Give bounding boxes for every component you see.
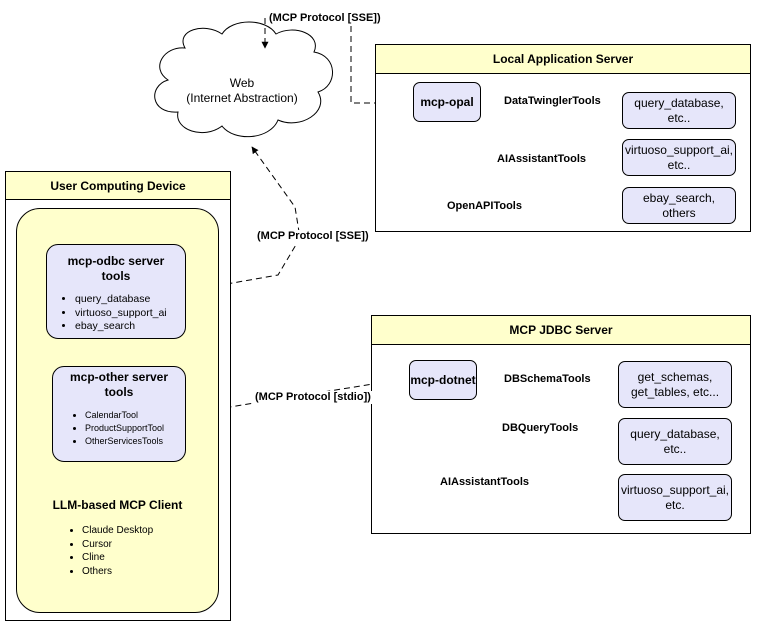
list-item: CalendarTool: [85, 409, 164, 422]
mcp-opal-node[interactable]: mcp-opal: [413, 82, 481, 122]
list-item: OtherServicesTools: [85, 435, 164, 448]
mcp-other-tool-list: CalendarTool ProductSupportTool OtherSer…: [67, 409, 164, 448]
jdbc-target-1-line1: get_schemas,: [637, 369, 713, 384]
mcp-other-server-card[interactable]: mcp-other server tools CalendarTool Prod…: [52, 366, 186, 462]
jdbc-target-3-line2: etc.: [665, 497, 685, 512]
edge-label-stdio: (MCP Protocol [stdio]): [254, 391, 372, 404]
local-target-query-database[interactable]: query_database,etc..: [622, 92, 736, 129]
edge-label-openapi: OpenAPITools: [446, 200, 523, 213]
mcp-odbc-title-line2: tools: [101, 269, 131, 283]
local-target-ebay-search[interactable]: ebay_search,others: [622, 187, 736, 224]
local-target-1-line1: query_database,: [634, 95, 724, 110]
web-cloud-shape: [154, 21, 333, 138]
jdbc-target-3-line1: virtuoso_support_ai,: [620, 482, 730, 497]
list-item: Cline: [82, 551, 153, 565]
web-cloud-label-line2: (Internet Abstraction): [186, 91, 298, 105]
jdbc-target-2-line1: query_database,: [630, 426, 720, 441]
list-item: query_database: [75, 293, 167, 307]
edge-label-dbschema: DBSchemaTools: [503, 373, 592, 386]
user-computing-device-title: User Computing Device: [6, 172, 230, 200]
edge-label-aiassistant-local: AIAssistantTools: [496, 153, 588, 166]
jdbc-target-1-line2: get_tables, etc...: [630, 384, 720, 399]
mcp-odbc-server-card[interactable]: mcp-odbc server tools query_database vir…: [46, 244, 186, 339]
mcp-odbc-title-line1: mcp-odbc server: [67, 254, 165, 268]
list-item: ebay_search: [75, 320, 167, 334]
mcp-other-title-line2: tools: [104, 385, 134, 399]
mcp-other-server-title: mcp-other server tools: [53, 370, 185, 400]
local-target-3-line2: others: [662, 205, 696, 220]
mcp-jdbc-server-title: MCP JDBC Server: [372, 316, 750, 345]
jdbc-target-virtuoso-support-ai[interactable]: virtuoso_support_ai,etc.: [618, 474, 732, 521]
mcp-other-title-line1: mcp-other server: [69, 370, 169, 384]
edge-label-aiassistant-jdbc: AIAssistantTools: [439, 476, 531, 489]
jdbc-target-2-line2: etc..: [663, 441, 687, 456]
local-target-virtuoso-support-ai[interactable]: virtuoso_support_ai,etc..: [622, 139, 736, 176]
llm-mcp-client-list: Claude Desktop Cursor Cline Others: [64, 524, 153, 578]
llm-mcp-client-title: LLM-based MCP Client: [52, 498, 183, 512]
local-target-3-line1: ebay_search,: [642, 190, 716, 205]
edge-label-dbquery: DBQueryTools: [501, 422, 580, 435]
mcp-odbc-tool-list: query_database virtuoso_support_ai ebay_…: [57, 293, 167, 334]
jdbc-target-query-database[interactable]: query_database,etc..: [618, 418, 732, 465]
list-item: virtuoso_support_ai: [75, 307, 167, 321]
web-cloud-label: Web (Internet Abstraction): [180, 76, 304, 106]
list-item: Claude Desktop: [82, 524, 153, 538]
edge-label-sse-top: (MCP Protocol [SSE]): [268, 12, 382, 25]
web-cloud-label-line1: Web: [229, 76, 255, 90]
list-item: Others: [82, 565, 153, 579]
mcp-dotnet-node[interactable]: mcp-dotnet: [409, 360, 477, 400]
list-item: ProductSupportTool: [85, 422, 164, 435]
edge-label-datatwingler: DataTwinglerTools: [503, 95, 602, 108]
local-application-server-title: Local Application Server: [376, 45, 750, 74]
edge-label-sse-mid: (MCP Protocol [SSE]): [256, 230, 370, 243]
local-target-2-line2: etc..: [667, 157, 691, 172]
local-target-2-line1: virtuoso_support_ai,: [624, 142, 734, 157]
jdbc-target-get-schemas[interactable]: get_schemas,get_tables, etc...: [618, 361, 732, 408]
list-item: Cursor: [82, 538, 153, 552]
local-target-1-line2: etc..: [667, 110, 691, 125]
edge-sse-top-to-opal: [350, 26, 413, 107]
mcp-odbc-server-title: mcp-odbc server tools: [47, 254, 185, 284]
